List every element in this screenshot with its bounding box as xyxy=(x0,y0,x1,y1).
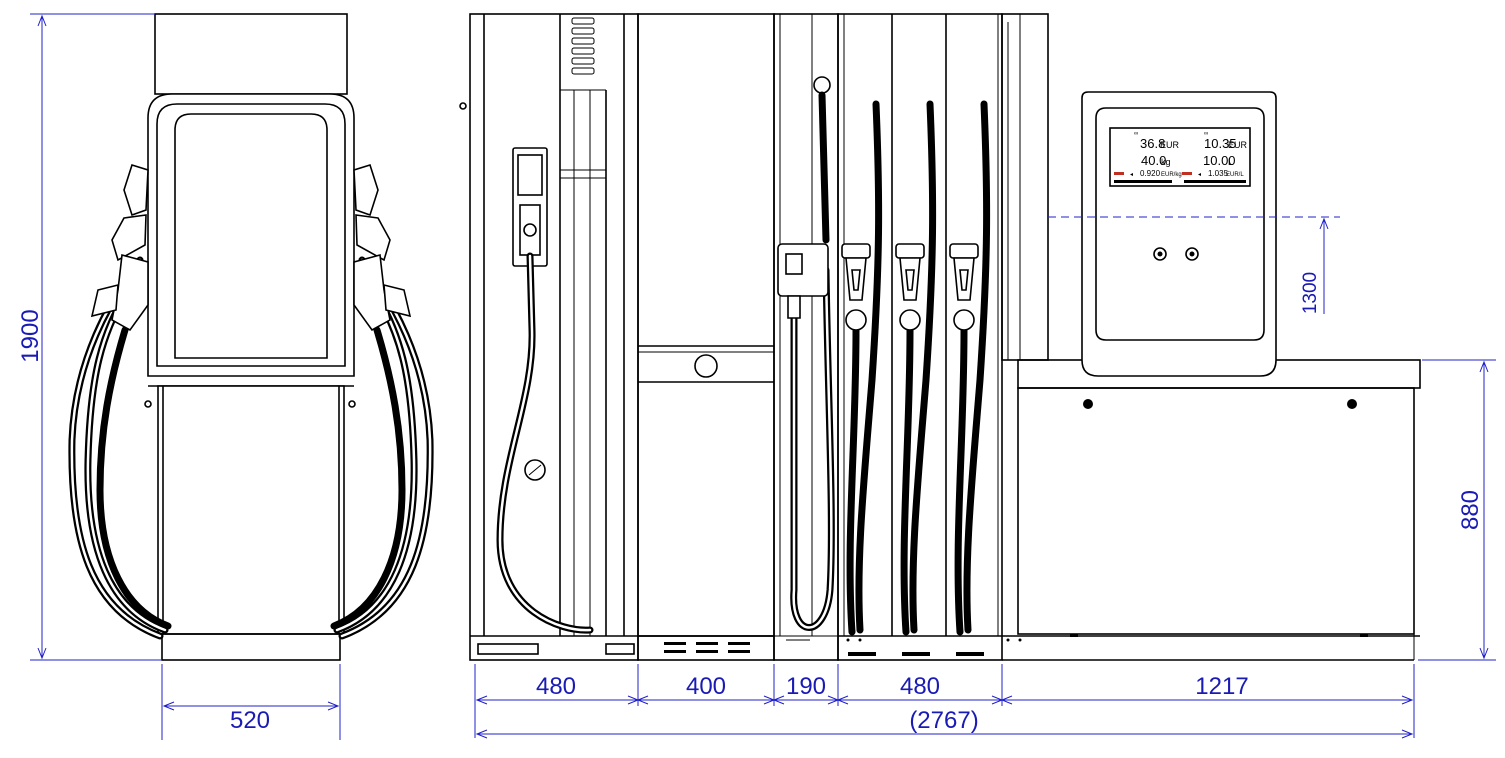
nozzle-3 xyxy=(949,243,979,331)
lcd-right-volume-unit: L xyxy=(1228,157,1233,167)
lcd-left-price-unit: EUR/kg xyxy=(1161,172,1182,178)
dim-side-height: 1900 xyxy=(17,309,44,362)
lcd-right-price-unit: EUR/L xyxy=(1226,172,1244,178)
dim-base-height: 880 xyxy=(1457,490,1484,530)
lcd-left-volume-unit: kg xyxy=(1161,157,1171,167)
svg-text:◂: ◂ xyxy=(1130,172,1133,178)
cng-nozzle-handle xyxy=(523,223,537,237)
nozzle-1 xyxy=(841,243,871,331)
side-head-inner xyxy=(156,103,346,367)
dim-seg-3: 190 xyxy=(786,673,826,700)
dim-seg-1: 480 xyxy=(536,673,576,700)
side-dimensions: 1900 520 xyxy=(17,13,341,740)
front-view: ∞ 36.8 EUR 40.0 kg ◂ 0.920 EUR/kg ∞ 10.3… xyxy=(459,13,1421,661)
dim-side-width: 520 xyxy=(230,707,270,734)
lcd-left-amount: 36.8 xyxy=(1140,136,1165,151)
lcd-right: ∞ 10.35 EUR 10.00 L ◂ 1.035 EUR/L xyxy=(1182,131,1248,183)
lcd-left: ∞ 36.8 EUR 40.0 kg ◂ 0.920 EUR/kg xyxy=(1114,131,1182,183)
side-view xyxy=(68,13,434,661)
left-nozzle-upper xyxy=(123,163,149,217)
svg-text:∞: ∞ xyxy=(1134,131,1138,137)
lcd-right-volume: 10.00 xyxy=(1203,153,1236,168)
side-top-box xyxy=(154,13,348,95)
side-body xyxy=(157,385,345,635)
lcd-right-amount-unit: EUR xyxy=(1228,140,1248,150)
lcd-right-amount: 10.35 xyxy=(1204,136,1237,151)
cabinet-lock xyxy=(694,354,718,378)
lcd-right-price: 1.035 xyxy=(1208,169,1229,178)
front-dimensions: 480 400 190 480 1217 (2767) 1300 880 xyxy=(474,216,1496,739)
base-feet xyxy=(846,638,1022,656)
bottom-vents xyxy=(664,642,750,653)
section-5-column xyxy=(1001,13,1049,361)
lcd-screen xyxy=(1109,127,1251,187)
dim-seg-4: 480 xyxy=(900,673,940,700)
side-base xyxy=(161,633,341,661)
side-head xyxy=(147,93,355,377)
nozzle-2 xyxy=(895,243,925,331)
dim-seg-2: 400 xyxy=(686,673,726,700)
svg-text:◂: ◂ xyxy=(1198,172,1201,178)
lcd-left-volume: 40.0 xyxy=(1141,153,1166,168)
right-nozzle-upper xyxy=(353,163,379,217)
section-2-cabinet xyxy=(637,13,775,637)
svg-text:∞: ∞ xyxy=(1204,131,1208,137)
lcd-left-price: 0.920 xyxy=(1140,169,1161,178)
side-head-panel xyxy=(174,113,328,359)
display-head xyxy=(1081,91,1277,377)
dim-total-width: (2767) xyxy=(909,707,978,734)
lcd-left-amount-unit: EUR xyxy=(1160,140,1180,150)
dim-seg-5: 1217 xyxy=(1195,673,1248,700)
section-1-frame xyxy=(469,13,639,661)
dim-display-height: 1300 xyxy=(1300,272,1321,314)
section-3-nozzle xyxy=(777,243,829,297)
vent-grille xyxy=(571,17,595,75)
